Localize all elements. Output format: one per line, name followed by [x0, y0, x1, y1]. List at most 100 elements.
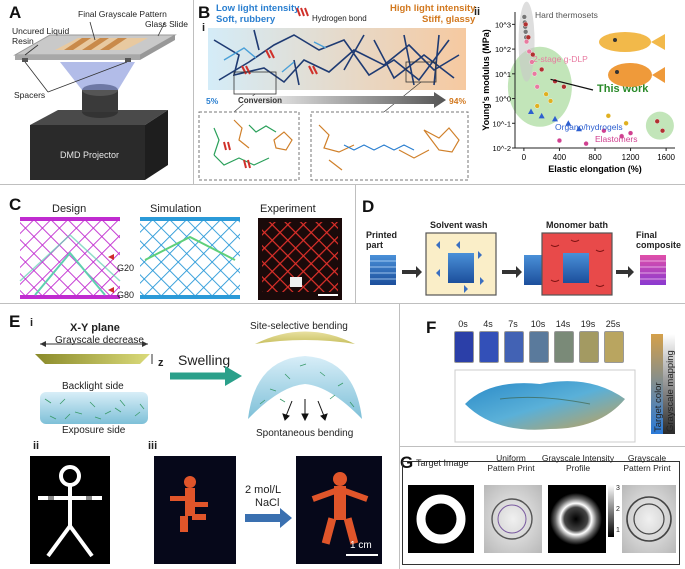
data-point	[525, 34, 531, 40]
label-g80: G80	[117, 290, 135, 300]
subpanel-label-e-ii: ii	[33, 440, 40, 452]
row-divider	[0, 303, 685, 304]
label-monomer-bath: Monomer bath	[546, 220, 608, 230]
label-final-pattern: Final Grayscale Pattern	[78, 9, 167, 19]
label-z: z	[158, 357, 164, 369]
g-table-frame	[402, 461, 680, 565]
label-simulation: Simulation	[150, 203, 202, 215]
cbar-tick-3: 3	[616, 485, 620, 492]
data-point	[619, 133, 625, 139]
data-point	[534, 84, 540, 90]
panel-label-d: D	[362, 197, 375, 216]
subpanel-label-b-i: i	[202, 22, 206, 34]
g-images	[408, 485, 676, 553]
label-spontaneous: Spontaneous bending	[256, 428, 354, 439]
data-point	[528, 108, 534, 114]
label-experiment: Experiment	[260, 203, 316, 215]
network-illustration	[198, 7, 469, 181]
data-point	[539, 66, 545, 73]
vial	[479, 331, 499, 363]
data-point	[659, 128, 666, 134]
vial	[454, 331, 474, 363]
data-point	[530, 51, 536, 58]
label-conversion: Conversion	[238, 96, 283, 105]
panel-b: B i Low light intensity Soft, rubbery Hy…	[194, 0, 685, 184]
data-point	[529, 59, 535, 65]
panel-label-e: E	[9, 312, 21, 331]
this-work-region	[645, 111, 674, 140]
data-point	[561, 84, 567, 90]
vial	[579, 331, 599, 363]
data-point	[534, 103, 540, 109]
row-divider	[0, 184, 685, 185]
data-point	[623, 120, 629, 126]
data-point	[526, 48, 532, 55]
col-target-image: Target Image	[416, 458, 469, 468]
data-point	[547, 98, 554, 104]
panel-g: G Target Image Uniform Pattern Print Gra…	[400, 447, 685, 569]
vial-time-label: 10s	[530, 319, 546, 329]
data-point	[523, 29, 529, 35]
panel-label-g: G	[400, 453, 414, 472]
panel-e: E i X-Y plane Grayscale decrease z Swell…	[0, 304, 399, 569]
label-conversion-start: 5%	[206, 96, 219, 106]
panel-label-f: F	[426, 318, 437, 337]
row-divider	[400, 446, 685, 447]
lattice-comparison	[19, 217, 342, 300]
vial	[604, 331, 624, 363]
x-tick-label: 800	[588, 153, 602, 162]
x-tick-label: 0	[522, 153, 527, 162]
col-grayscale-pattern: Grayscale Pattern Print	[623, 453, 671, 473]
label-final-composite: Final composite	[636, 230, 682, 250]
data-point	[583, 141, 589, 147]
panel-a: A	[0, 0, 193, 184]
label-site-selective: Site-selective bending	[250, 321, 348, 332]
y-tick-label: 10^3	[495, 20, 511, 29]
label-high-intensity: High light intensity	[390, 3, 476, 14]
scale-bar	[346, 554, 378, 556]
data-point	[601, 128, 607, 134]
label-low-intensity: Low light intensity	[216, 3, 300, 14]
subpanel-label-e-iii: iii	[148, 440, 158, 452]
data-point	[523, 39, 530, 45]
data-point	[543, 91, 549, 97]
label-spacers: Spacers	[14, 90, 46, 100]
y-tick-label: 10^2	[495, 45, 511, 54]
label-g20: G20	[117, 263, 135, 273]
vial-time-label: 25s	[605, 319, 621, 329]
vial-time-label: 19s	[580, 319, 596, 329]
y-tick-label: 10^-2	[492, 144, 511, 153]
annotation-hard-thermosets: Hard thermosets	[535, 10, 598, 20]
checker-pattern	[55, 38, 148, 50]
label-solvent-wash: Solvent wash	[430, 220, 488, 230]
label-nacl-concentration: 2 mol/L	[245, 484, 282, 496]
label-exposure: Exposure side	[62, 425, 126, 436]
annotation-2stage-gdlp: 2-stage g-DLP	[533, 54, 588, 64]
y-tick-label: 10^-1	[492, 119, 511, 128]
annotation-elastomers: Elastomers	[595, 134, 638, 144]
x-axis-title: Elastic elongation (%)	[548, 164, 642, 174]
subpanel-label-e-i: i	[30, 317, 34, 329]
process-flow	[370, 232, 666, 296]
data-point	[556, 137, 563, 144]
label-printed-part: Printed part	[366, 230, 398, 250]
data-point	[523, 21, 529, 27]
data-point	[654, 118, 660, 124]
label-dmd-projector: DMD Projector	[60, 150, 120, 160]
label-target-color: Target color	[653, 382, 664, 432]
vial-time-label: 7s	[508, 319, 518, 329]
data-point	[538, 112, 545, 119]
col-grayscale-profile: Grayscale Intensity Profile	[541, 453, 615, 473]
swelling-illustration	[30, 331, 382, 564]
colored-sample-image	[454, 334, 675, 443]
label-hbond: Hydrogen bond	[312, 14, 367, 23]
col-uniform-pattern: Uniform Pattern Print	[487, 453, 535, 473]
x-tick-label: 1200	[622, 153, 640, 162]
label-backlight: Backlight side	[62, 381, 124, 392]
panel-d: D Printed part Solvent wash Monomer bath…	[356, 185, 685, 303]
y-axis-title: Young's modulus (MPa)	[481, 29, 491, 130]
x-tick-label: 1600	[657, 153, 675, 162]
